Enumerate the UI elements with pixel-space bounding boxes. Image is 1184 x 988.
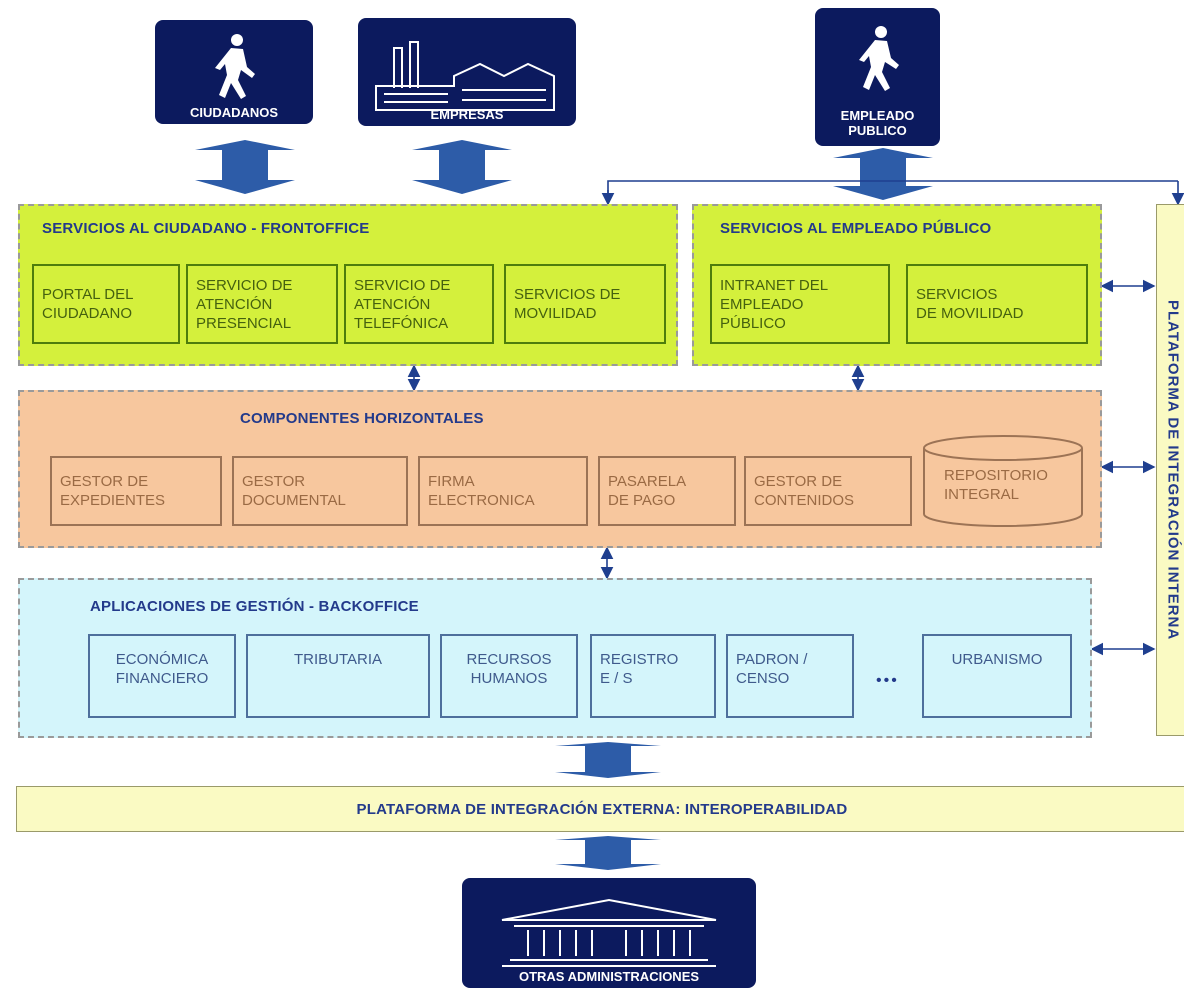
horizontales-item-line: FIRMA: [428, 473, 475, 490]
walking-person-icon: [215, 34, 255, 99]
horizontales-item-line: GESTOR: [242, 473, 306, 490]
horizontales-item-documental: GESTOR DOCUMENTAL: [232, 456, 408, 526]
backoffice-title: APLICACIONES DE GESTIÓN - BACKOFFICE: [90, 598, 419, 615]
horizontales-item-line: PASARELA: [608, 473, 687, 490]
repositorio-label-line1: REPOSITORIO: [944, 467, 1048, 484]
layer-backoffice: APLICACIONES DE GESTIÓN - BACKOFFICE ECO…: [18, 578, 1092, 738]
layer-empleado-publico: SERVICIOS AL EMPLEADO PÚBLICO INTRANET D…: [692, 204, 1102, 366]
backoffice-item-line: E / S: [600, 670, 633, 687]
empleado-title: SERVICIOS AL EMPLEADO PÚBLICO: [720, 220, 992, 237]
plataforma-externa-label: PLATAFORMA DE INTEGRACIÓN EXTERNA: INTER…: [356, 800, 848, 818]
empleado-item-line: DE MOVILIDAD: [916, 305, 1024, 322]
backoffice-item-recursos: RECURSOS HUMANOS: [440, 634, 578, 718]
frontoffice-title: SERVICIOS AL CIUDADANO - FRONTOFFICE: [42, 220, 370, 237]
actor-empleado-label: EMPLEADO PUBLICO: [815, 108, 940, 138]
database-icon: [923, 435, 1083, 527]
backoffice-item-line: FINANCIERO: [115, 670, 209, 687]
empleado-item-movilidad: SERVICIOS DE MOVILIDAD: [906, 264, 1088, 344]
repositorio-integral-cylinder: REPOSITORIO INTEGRAL: [920, 432, 1086, 532]
backoffice-item-economica: ECONÓMICA FINANCIERO: [88, 634, 236, 718]
frontoffice-item-line: TELEFÓNICA: [354, 314, 449, 332]
double-arrow-empleado: [833, 148, 933, 200]
backoffice-item-line: URBANISMO: [951, 651, 1043, 668]
backoffice-ellipsis: •••: [876, 672, 899, 689]
backoffice-item-padron: PADRON / CENSO: [726, 634, 854, 718]
horizontales-item-line: CONTENIDOS: [754, 492, 855, 509]
backoffice-item-line: RECURSOS: [466, 651, 552, 668]
double-arrow-back-externa: [555, 742, 661, 778]
actor-otras-administraciones: OTRAS ADMINISTRACIONES: [462, 878, 756, 988]
frontoffice-item-line: CIUDADANO: [42, 305, 133, 322]
frontoffice-item-line: SERVICIO DE: [196, 276, 293, 294]
actor-empresas: EMPRESAS: [358, 18, 576, 126]
backoffice-item-urbanismo: URBANISMO: [922, 634, 1072, 718]
empleado-item-line: PÚBLICO: [720, 314, 786, 332]
actor-empleado-label-line1: EMPLEADO: [840, 108, 915, 123]
frontoffice-item-line: ATENCIÓN: [354, 295, 431, 313]
backoffice-item-line: TRIBUTARIA: [293, 651, 383, 668]
repositorio-label-line2: INTEGRAL: [944, 486, 1020, 503]
empleado-item-line: SERVICIOS: [916, 286, 998, 303]
backoffice-item-line: CENSO: [736, 670, 790, 687]
frontoffice-item-line: MOVILIDAD: [514, 305, 597, 322]
actor-ciudadanos: CIUDADANOS: [155, 20, 313, 124]
horizontales-item-firma: FIRMA ELECTRONICA: [418, 456, 588, 526]
backoffice-item-tributaria: TRIBUTARIA: [246, 634, 430, 718]
backoffice-item-line: REGISTRO: [600, 651, 679, 668]
frontoffice-item-line: SERVICIOS DE: [514, 286, 621, 303]
layer-componentes-horizontales: COMPONENTES HORIZONTALES GESTOR DE EXPEDI…: [18, 390, 1102, 548]
empleado-item-line: INTRANET DEL: [720, 276, 829, 294]
walking-person-icon: [859, 26, 899, 91]
double-arrow-empresas: [412, 140, 512, 194]
horizontales-item-pasarela: PASARELA DE PAGO: [598, 456, 736, 526]
backoffice-item-line: HUMANOS: [470, 670, 548, 687]
plataforma-integracion-interna: PLATAFORMA DE INTEGRACIÓN INTERNA: [1156, 204, 1184, 736]
horizontales-item-line: GESTOR DE: [60, 473, 149, 490]
backoffice-item-line: ECONÓMICA: [115, 651, 209, 668]
factory-icon: [375, 41, 555, 111]
empleado-item-line: EMPLEADO: [720, 295, 804, 313]
double-arrow-externa-otras: [555, 836, 661, 870]
plataforma-integracion-externa: PLATAFORMA DE INTEGRACIÓN EXTERNA: INTER…: [16, 786, 1184, 832]
frontoffice-item-line: PRESENCIAL: [196, 314, 292, 332]
frontoffice-item-portal: PORTAL DEL CIUDADANO: [32, 264, 180, 344]
backoffice-item-line: PADRON /: [736, 651, 808, 668]
actor-otras-label: OTRAS ADMINISTRACIONES: [518, 969, 700, 984]
double-arrow-ciudadanos: [195, 140, 295, 194]
horizontales-item-line: DOCUMENTAL: [242, 492, 346, 509]
backoffice-item-registro: REGISTRO E / S: [590, 634, 716, 718]
horizontales-item-line: EXPEDIENTES: [60, 492, 166, 509]
government-building-icon: [501, 898, 717, 967]
horizontales-item-line: GESTOR DE: [754, 473, 843, 490]
frontoffice-item-line: SERVICIO DE: [354, 276, 451, 294]
horizontales-title: COMPONENTES HORIZONTALES: [240, 410, 484, 427]
horizontales-item-line: ELECTRONICA: [428, 492, 535, 509]
frontoffice-item-line: PORTAL DEL: [42, 286, 134, 303]
horizontales-item-expedientes: GESTOR DE EXPEDIENTES: [50, 456, 222, 526]
horizontales-item-line: DE PAGO: [608, 492, 676, 509]
horizontales-item-contenidos: GESTOR DE CONTENIDOS: [744, 456, 912, 526]
actor-empleado-label-line2: PUBLICO: [848, 123, 907, 138]
repositorio-label: REPOSITORIO INTEGRAL: [944, 466, 1048, 504]
actor-ciudadanos-label: CIUDADANOS: [189, 105, 279, 120]
plataforma-interna-label: PLATAFORMA DE INTEGRACIÓN INTERNA: [1164, 299, 1182, 641]
frontoffice-item-line: ATENCIÓN: [196, 295, 273, 313]
actor-empleado-publico: EMPLEADO PUBLICO: [815, 8, 940, 146]
frontoffice-item-movilidad: SERVICIOS DE MOVILIDAD: [504, 264, 666, 344]
layer-frontoffice: SERVICIOS AL CIUDADANO - FRONTOFFICE POR…: [18, 204, 678, 366]
actor-empresas-label: EMPRESAS: [430, 107, 504, 122]
